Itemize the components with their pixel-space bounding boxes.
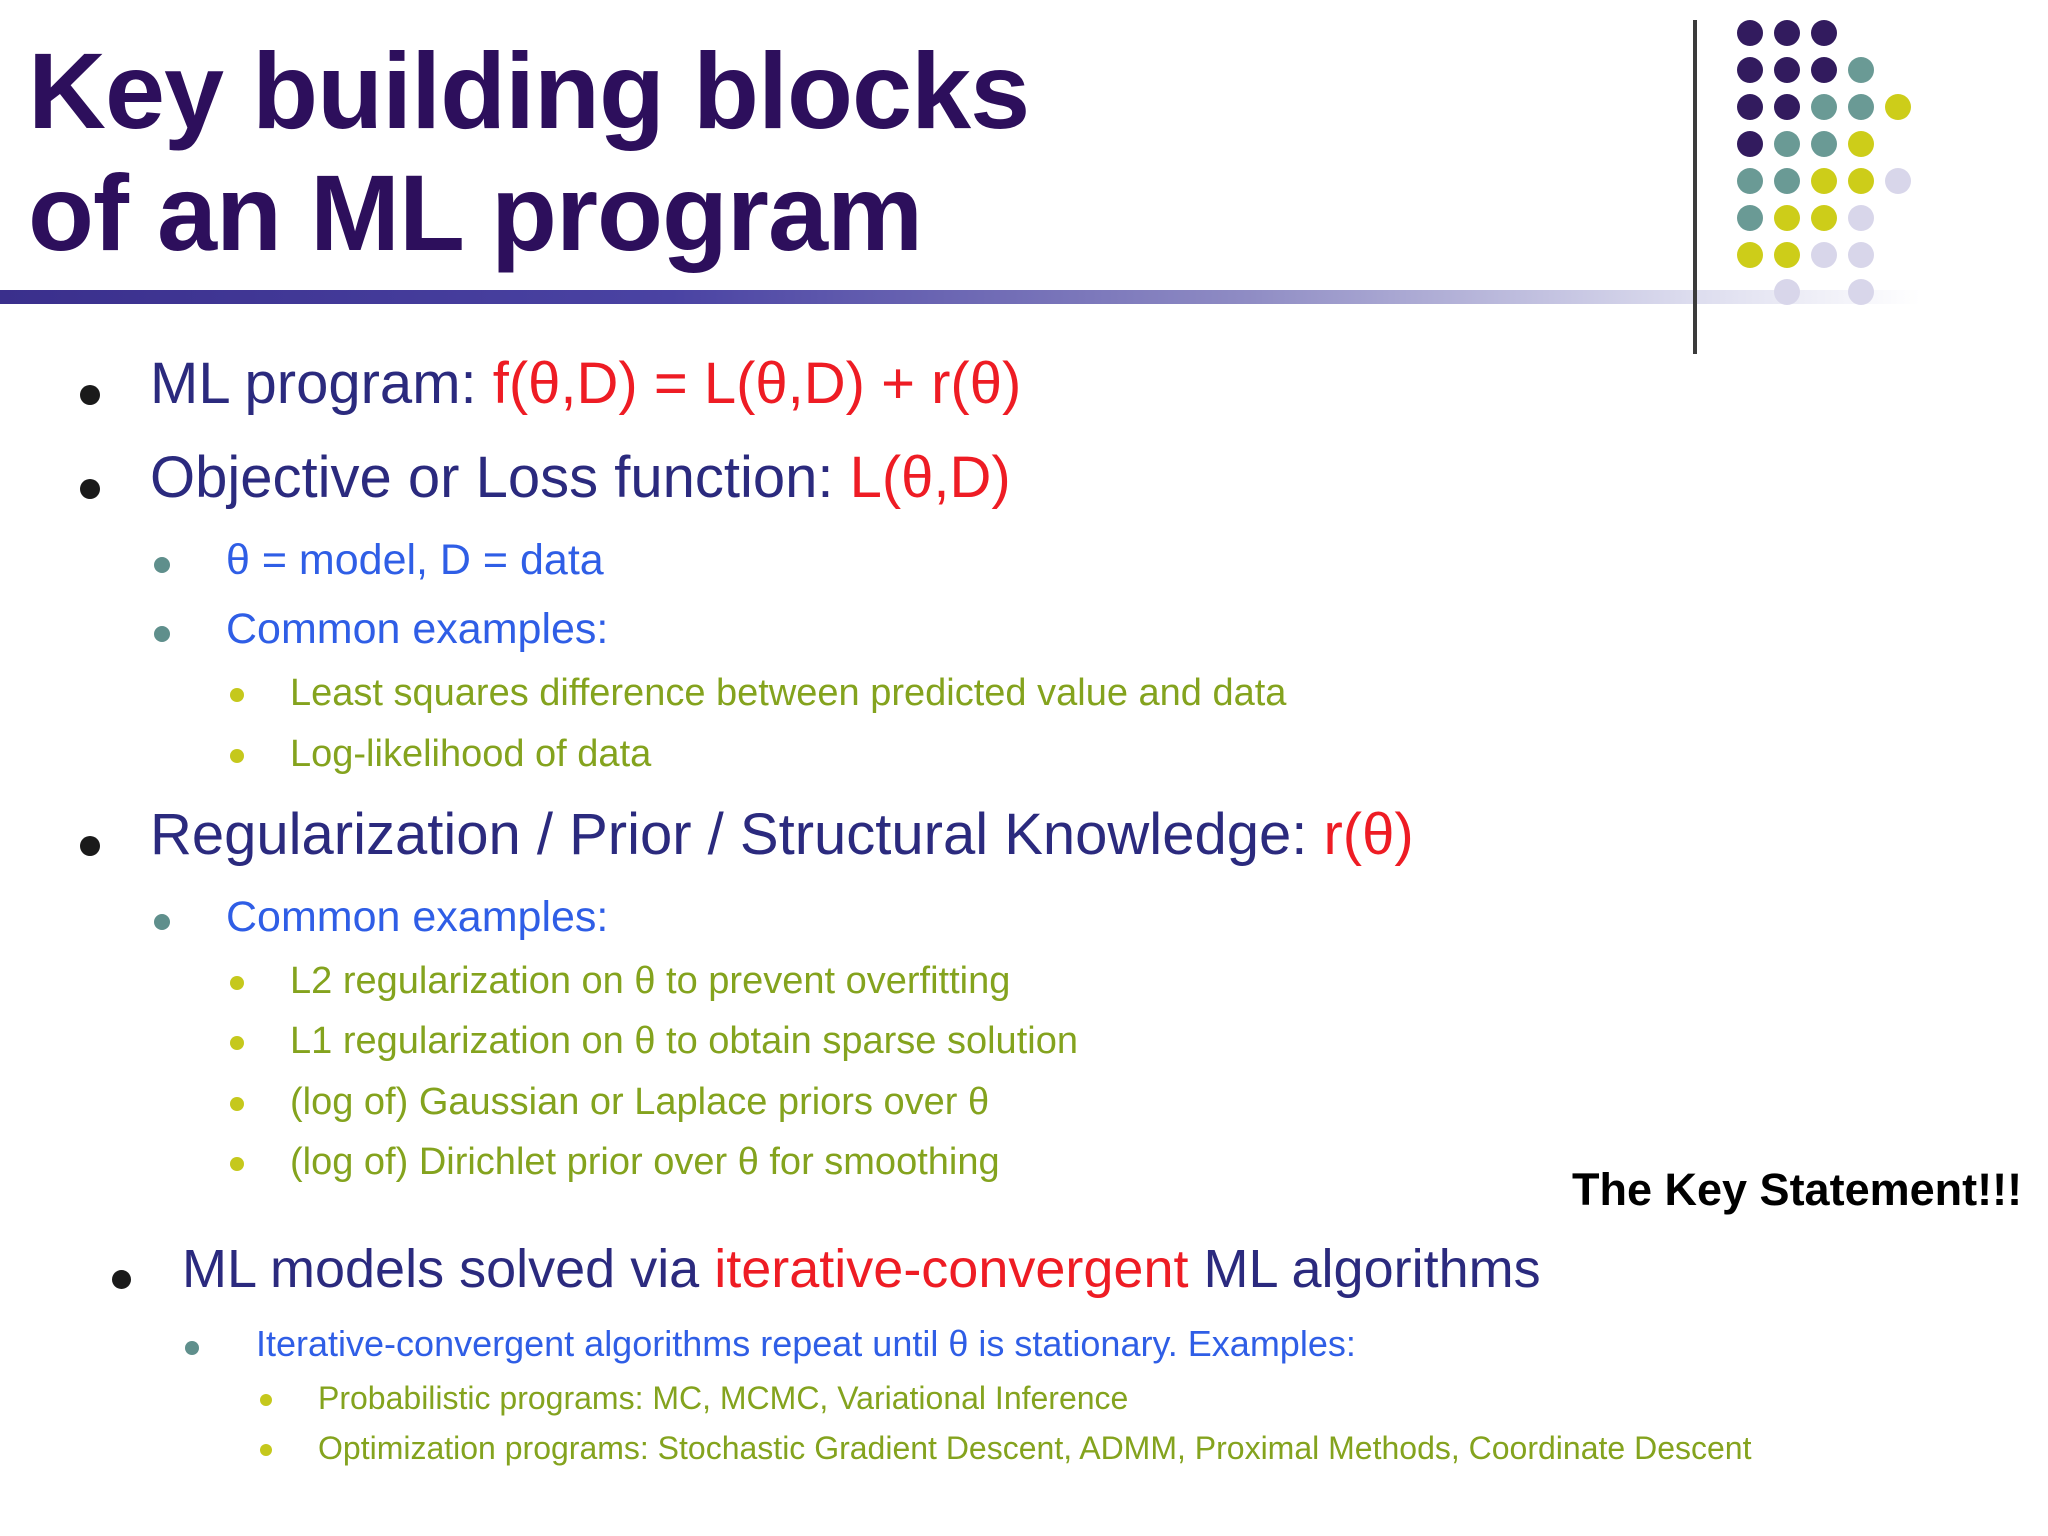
decorative-dot bbox=[1774, 20, 1800, 46]
bullet-level1 bbox=[80, 479, 100, 499]
decorative-dot bbox=[1737, 242, 1763, 268]
section-2-example-1: Least squares difference between predict… bbox=[290, 672, 1287, 714]
decorative-dot bbox=[1811, 94, 1837, 120]
decorative-dot bbox=[1811, 168, 1837, 194]
decorative-dot bbox=[1811, 242, 1837, 268]
slide-title: Key building blocks of an ML program bbox=[28, 30, 1030, 274]
decorative-dot bbox=[1885, 94, 1911, 120]
bullet-level3 bbox=[230, 688, 244, 702]
decorative-dot bbox=[1811, 131, 1837, 157]
key-statement-annotation: The Key Statement!!! bbox=[1572, 1164, 2023, 1215]
section-3-sub-1: Common examples: bbox=[226, 893, 609, 941]
decorative-dot bbox=[1774, 242, 1800, 268]
section-2-formula: L(θ,D) bbox=[849, 445, 1011, 510]
section-2-label: Objective or Loss function: bbox=[150, 445, 850, 510]
bullet-level3 bbox=[230, 1157, 244, 1171]
bullet-level3 bbox=[230, 749, 244, 763]
decorative-dot bbox=[1848, 168, 1874, 194]
section-2-sub-1: θ = model, D = data bbox=[226, 536, 604, 584]
section-3-example-3: (log of) Gaussian or Laplace priors over… bbox=[290, 1081, 990, 1123]
section-3-heading: Regularization / Prior / Structural Know… bbox=[150, 801, 1414, 868]
bullet-level2 bbox=[154, 914, 170, 930]
section-3-example-4: (log of) Dirichlet prior over θ for smoo… bbox=[290, 1141, 1000, 1183]
decorative-dot bbox=[1737, 20, 1763, 46]
section-4-sub-1: Iterative-convergent algorithms repeat u… bbox=[256, 1323, 1356, 1364]
bullet-level1 bbox=[112, 1270, 131, 1289]
title-line-1: Key building blocks bbox=[28, 30, 1030, 151]
section-2-example-2: Log-likelihood of data bbox=[290, 733, 652, 775]
decorative-dot bbox=[1737, 94, 1763, 120]
decorative-dot bbox=[1774, 57, 1800, 83]
decorative-dot bbox=[1811, 57, 1837, 83]
bullet-level2 bbox=[154, 557, 170, 573]
decorative-dot bbox=[1848, 131, 1874, 157]
decorative-dot bbox=[1774, 205, 1800, 231]
decorative-dot bbox=[1848, 94, 1874, 120]
bullet-level1 bbox=[80, 385, 100, 405]
section-2-sub-2: Common examples: bbox=[226, 605, 609, 653]
section-1-heading: ML program: f(θ,D) = L(θ,D) + r(θ) bbox=[150, 350, 1021, 417]
decorative-dot bbox=[1848, 57, 1874, 83]
bullet-level3 bbox=[260, 1444, 272, 1456]
section-4-highlight: iterative-convergent bbox=[714, 1239, 1189, 1299]
section-3-example-2: L1 regularization on θ to obtain sparse … bbox=[290, 1020, 1078, 1062]
section-3-example-1: L2 regularization on θ to prevent overfi… bbox=[290, 960, 1011, 1002]
decorative-dot bbox=[1774, 168, 1800, 194]
section-4-label: ML models solved via bbox=[182, 1239, 715, 1299]
decorative-dot bbox=[1811, 205, 1837, 231]
bullet-level2 bbox=[185, 1341, 199, 1355]
bullet-level2 bbox=[154, 626, 170, 642]
bullet-level1 bbox=[80, 836, 100, 856]
vertical-divider bbox=[1693, 20, 1697, 354]
section-2-heading: Objective or Loss function: L(θ,D) bbox=[150, 444, 1011, 511]
decorative-dot bbox=[1774, 131, 1800, 157]
bullet-level3 bbox=[230, 1036, 244, 1050]
section-3-formula: r(θ) bbox=[1323, 802, 1414, 867]
decorative-dot bbox=[1848, 279, 1874, 305]
bullet-level3 bbox=[260, 1394, 272, 1406]
section-4-heading: ML models solved via iterative-convergen… bbox=[182, 1238, 1541, 1300]
title-line-2: of an ML program bbox=[28, 152, 923, 273]
decorative-dot bbox=[1737, 205, 1763, 231]
decorative-dot bbox=[1737, 131, 1763, 157]
bullet-level3 bbox=[230, 1097, 244, 1111]
title-underline bbox=[0, 290, 1920, 304]
section-4-example-2: Optimization programs: Stochastic Gradie… bbox=[318, 1430, 1752, 1466]
section-1-label: ML program: bbox=[150, 351, 493, 416]
decorative-dot bbox=[1737, 168, 1763, 194]
section-3-label: Regularization / Prior / Structural Know… bbox=[150, 802, 1324, 867]
decorative-dot bbox=[1774, 94, 1800, 120]
decorative-dot bbox=[1774, 279, 1800, 305]
decorative-dot bbox=[1885, 168, 1911, 194]
decorative-dot bbox=[1848, 205, 1874, 231]
decorative-dot bbox=[1848, 242, 1874, 268]
decorative-dot bbox=[1737, 57, 1763, 83]
bullet-level3 bbox=[230, 976, 244, 990]
section-4-suffix: ML algorithms bbox=[1188, 1239, 1541, 1299]
section-1-formula: f(θ,D) = L(θ,D) + r(θ) bbox=[492, 351, 1022, 416]
section-4-example-1: Probabilistic programs: MC, MCMC, Variat… bbox=[318, 1380, 1129, 1416]
decorative-dot-grid bbox=[0, 0, 2048, 400]
decorative-dot bbox=[1811, 20, 1837, 46]
